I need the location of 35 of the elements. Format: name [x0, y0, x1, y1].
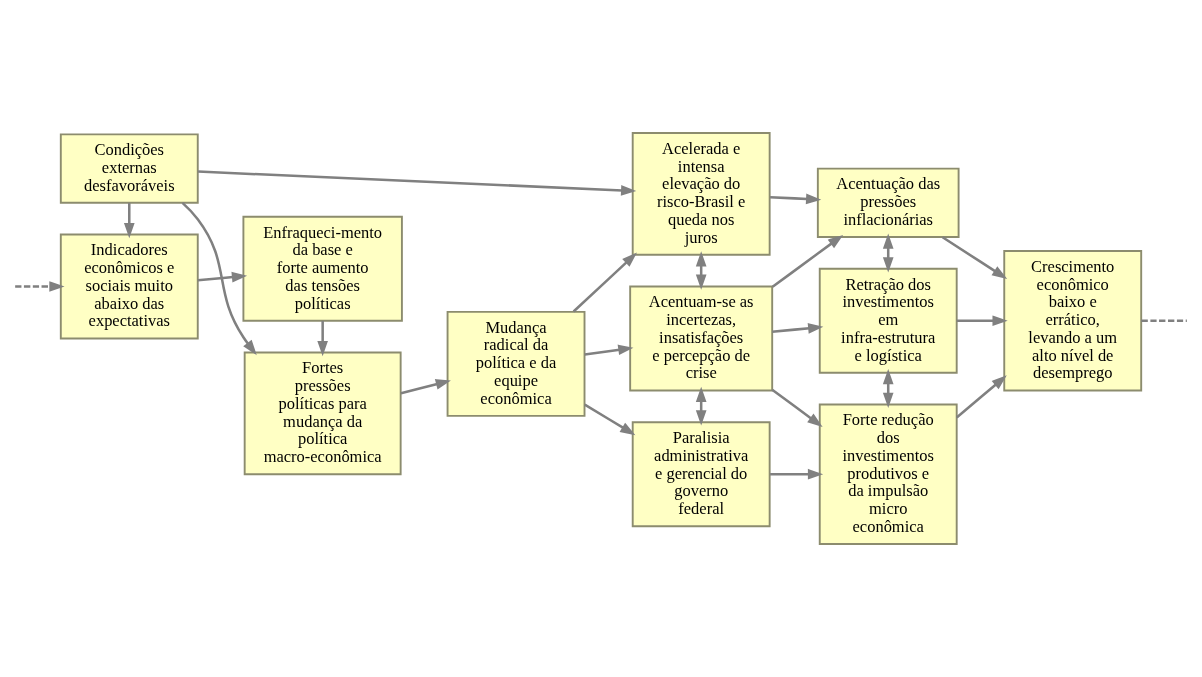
arrow	[956, 315, 1008, 327]
node-box: Crescimento econômico baixo e errático, levando a um alto nível de desemprego	[1003, 250, 1143, 392]
arrow	[882, 233, 894, 273]
arrow	[771, 234, 844, 288]
arrow	[770, 468, 824, 480]
node-box: Indicadores econômicos e sociais muito abaixo das expectativas	[59, 233, 199, 340]
arrow	[771, 388, 823, 427]
node-box: Paralisia administrativa e gerencial do governo federal	[631, 421, 771, 528]
arrow	[181, 202, 257, 356]
arrow	[123, 203, 135, 239]
node-box: Fortes pressões políticas para mudança da política macro-econômica	[243, 351, 402, 476]
node-box: Acentuação das pressões inflacionárias	[816, 167, 960, 238]
connector	[1141, 319, 1187, 322]
arrow	[882, 368, 894, 408]
arrow	[772, 323, 824, 334]
arrow	[584, 403, 636, 436]
arrow	[941, 236, 1008, 280]
node-box: Retração dos investimentos em infra-estrutura e logística	[818, 267, 958, 374]
arrow	[572, 252, 638, 313]
arrow	[15, 281, 65, 292]
node-box: Mudança radical da política e da equipe econômica	[446, 310, 586, 417]
node-box: Enfraqueci-mento da base e forte aumento das tensões políticas	[242, 215, 403, 322]
arrow	[695, 386, 707, 426]
arrow	[584, 344, 634, 356]
arrow	[955, 375, 1007, 419]
arrow	[197, 271, 248, 283]
node-box: Condições externas desfavoráveis	[59, 133, 199, 204]
node-box: Acelerada e intensa elevação do risco-Brasil e queda nos juros	[631, 132, 771, 256]
arrow	[770, 193, 822, 205]
node-box: Forte redução dos investimentos produtivos e da impulsão micro econômica	[818, 403, 958, 545]
arrow	[400, 379, 451, 395]
node-box: Acentuam-se as incertezas, insatisfações e percepção de crise	[629, 285, 774, 392]
arrow	[198, 170, 637, 196]
arrow	[695, 251, 707, 290]
arrow	[317, 321, 328, 357]
